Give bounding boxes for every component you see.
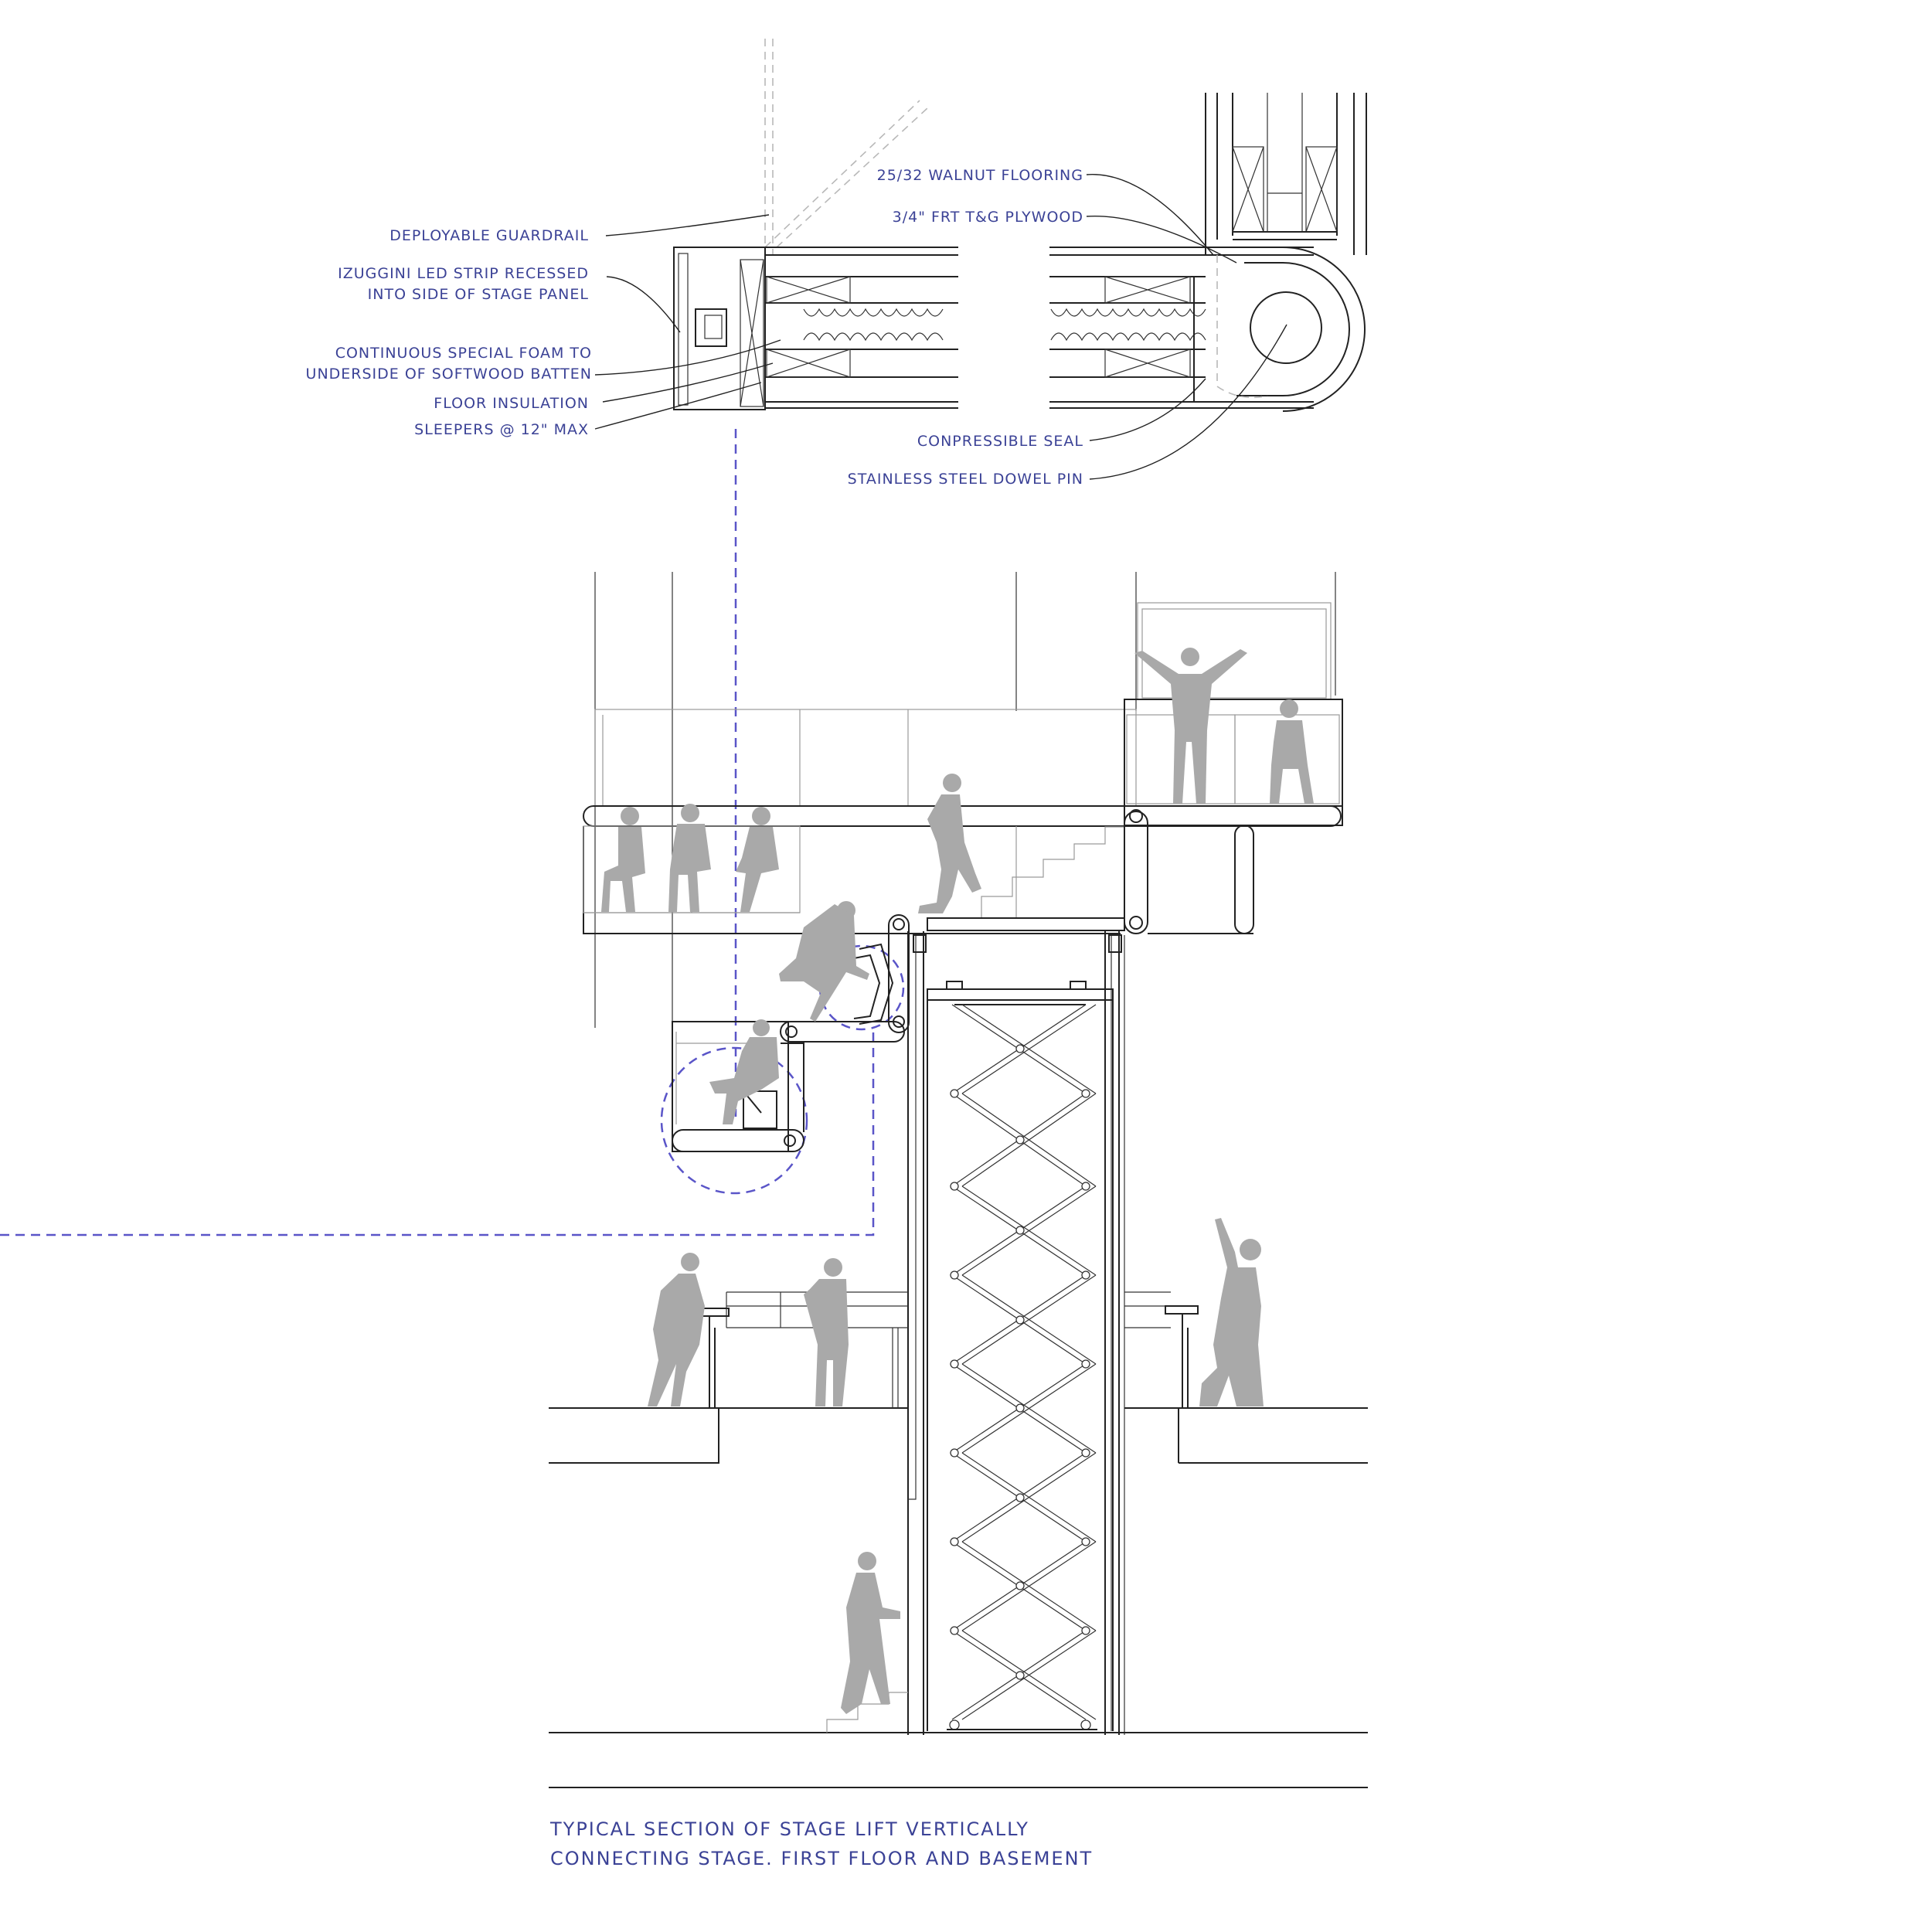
caption-line-2: CONNECTING STAGE. FIRST FLOOR AND BASEME… bbox=[550, 1848, 1093, 1869]
person-seated-lower bbox=[709, 1019, 779, 1124]
person-seated-3 bbox=[736, 807, 779, 912]
label-foam-2: UNDERSIDE OF SOFTWOOD BATTEN bbox=[306, 366, 592, 383]
person-basement bbox=[841, 1552, 900, 1714]
caption-line-1: TYPICAL SECTION OF STAGE LIFT VERTICALLY bbox=[549, 1818, 1029, 1840]
stage-panel-detail bbox=[594, 39, 1367, 480]
label-dowel-pin: STAINLESS STEEL DOWEL PIN bbox=[848, 471, 1083, 488]
person-seated-1 bbox=[601, 807, 645, 912]
person-pointing-up bbox=[1199, 1218, 1264, 1406]
label-plywood: 3/4" FRT T&G PLYWOOD bbox=[893, 209, 1083, 226]
detail-callouts bbox=[0, 429, 905, 1236]
label-foam-1: CONTINUOUS SPECIAL FOAM TO bbox=[335, 345, 592, 362]
annotation-labels: DEPLOYABLE GUARDRAIL IZUGGINI LED STRIP … bbox=[306, 167, 1083, 488]
label-walnut-flooring: 25/32 WALNUT FLOORING bbox=[877, 167, 1083, 184]
label-led-strip-2: INTO SIDE OF STAGE PANEL bbox=[368, 286, 589, 303]
drawing-caption: TYPICAL SECTION OF STAGE LIFT VERTICALLY… bbox=[549, 1818, 1093, 1869]
person-seated-2 bbox=[668, 804, 711, 912]
label-led-strip-1: IZUGGINI LED STRIP RECESSED bbox=[338, 265, 589, 282]
person-climbing bbox=[918, 774, 981, 913]
stage-structure bbox=[549, 572, 1368, 1788]
person-arms-raised bbox=[1134, 648, 1247, 804]
scissor-lift bbox=[947, 1004, 1097, 1730]
label-deployable-guardrail: DEPLOYABLE GUARDRAIL bbox=[389, 227, 589, 244]
person-standing-2 bbox=[804, 1258, 849, 1406]
person-standing-1 bbox=[648, 1253, 705, 1406]
label-floor-insulation: FLOOR INSULATION bbox=[434, 395, 589, 412]
person-leaning bbox=[779, 901, 869, 1022]
people-silhouettes bbox=[601, 648, 1314, 1714]
label-sleepers: SLEEPERS @ 12" MAX bbox=[414, 421, 589, 438]
label-compressible-seal: CONPRESSIBLE SEAL bbox=[917, 433, 1083, 450]
person-seated-4 bbox=[1270, 699, 1314, 804]
